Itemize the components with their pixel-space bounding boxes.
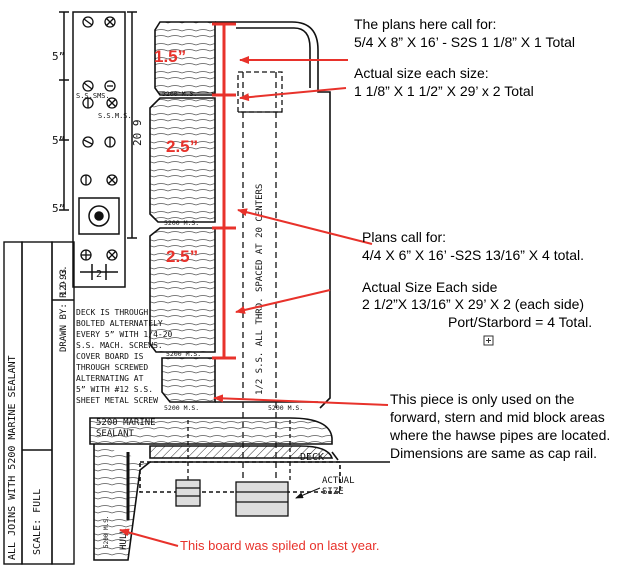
spiled-note: This board was spiled on last year.: [180, 538, 379, 553]
plans-board-line-2: 4/4 X 6” X 16’ -S2S 13/16” X 4 total.: [362, 247, 584, 263]
sealant-label-3: 5200 M.S.: [166, 350, 201, 358]
dim-5-bottom: 5”: [52, 202, 65, 215]
through-bolt: [237, 71, 283, 490]
hull-label: HULL: [119, 528, 129, 550]
note-line-9: SHEET METAL SCREW: [76, 396, 158, 405]
marine-sealant-label-2: SEALANT: [96, 429, 135, 439]
plan-screws: [80, 16, 118, 261]
dim-lower-label: 2.5”: [166, 247, 198, 266]
actual-cap-line-2: 1 1/8” X 1 1/2” X 29’ x 2 Total: [354, 83, 534, 99]
marine-sealant-label-1: 5200 MARINE: [96, 418, 156, 428]
note-line-8: 5” WITH #12 S.S.: [76, 385, 153, 394]
note-line-7: ALTERNATING AT: [76, 374, 144, 383]
scale-label: SCALE: FULL: [32, 489, 43, 555]
piece-note-line-1: This piece is only used on the: [390, 391, 575, 407]
through-bolt-note: 1/2 S.S. ALL THRD. SPACED AT 20 CENTERS: [255, 184, 265, 395]
title-block: [3, 241, 75, 565]
upper-plank: [149, 97, 216, 223]
plan-view: [59, 11, 137, 288]
sealant-label-2: 5200 M.S.: [164, 219, 199, 227]
actual-cap-line-1: Actual size each size:: [354, 65, 489, 81]
hull-bolts: [175, 420, 291, 517]
ss-ms-label: S.S.M.S.: [98, 112, 132, 120]
dimension-bar: [212, 22, 236, 360]
note-line-3: EVERY 5” WITH 1/4-20: [76, 330, 173, 339]
piece-note-line-4: Dimensions are same as cap rail.: [390, 445, 597, 461]
plans-cap-line-2: 5/4 X 8” X 16’ - S2S 1 1/8” X 1 Total: [354, 34, 575, 50]
actual-board-line-1: Actual Size Each side: [362, 279, 498, 295]
dim-2-label: 2: [96, 269, 102, 280]
hull-deck: [89, 417, 390, 561]
actual-board-line-3: Port/Starbord = 4 Total.: [448, 314, 592, 330]
date-label: 12-93: [59, 269, 69, 296]
small-plus-box-icon: [483, 335, 494, 346]
sealant-label-1: 5200 M.S.: [162, 90, 197, 98]
dim-5-top: 5”: [52, 50, 65, 63]
note-line-6: THROUGH SCREWED: [76, 363, 148, 372]
sealant-side-label: ALL JOINS WITH 5200 MARINE SEALANT: [7, 355, 18, 560]
dim-top-label: 1.5”: [154, 47, 186, 66]
ss-sms-label: S.S.SMS.: [76, 92, 110, 100]
sealant-label-4: 5200 M.S.: [164, 404, 199, 412]
drawing-notes: DECK IS THROUGH BOLTED ALTERNATELY EVERY…: [76, 308, 173, 405]
plans-board-line-1: Plans call for:: [362, 229, 446, 245]
note-line-4: S.S. MACH. SCREWS.: [76, 341, 163, 350]
callout-arrows: [119, 56, 389, 547]
note-line-1: DECK IS THROUGH: [76, 308, 148, 317]
dim-middle-label: 2.5”: [166, 137, 198, 156]
deck-label: DECK: [300, 452, 324, 463]
note-line-5: COVER BOARD IS: [76, 352, 144, 361]
actual-size-label-2: SIZE: [322, 487, 344, 497]
piece-note-line-3: where the hawse pipes are located.: [389, 427, 610, 443]
plans-cap-line-1: The plans here call for:: [354, 16, 496, 32]
actual-size-arrow: [295, 487, 321, 499]
sealant-label-5: 5200 M.S.: [268, 404, 303, 412]
frame-outline: [215, 21, 331, 409]
dim-5-middle: 5”: [52, 134, 65, 147]
dim-20-label: 20 9: [131, 120, 144, 147]
note-line-2: BOLTED ALTERNATELY: [76, 319, 163, 328]
piece-note-line-2: forward, stern and mid block areas: [390, 409, 605, 425]
bottom-block: [161, 357, 216, 403]
hull-sealant-label: 5200 M.S.: [103, 515, 110, 548]
actual-size-label-1: ACTUAL: [322, 476, 355, 486]
actual-board-line-2: 2 1/2”X 13/16” X 29’ X 2 (each side): [362, 296, 584, 312]
drawn-by-label: DRAWN BY: R.D.G.: [59, 265, 69, 352]
